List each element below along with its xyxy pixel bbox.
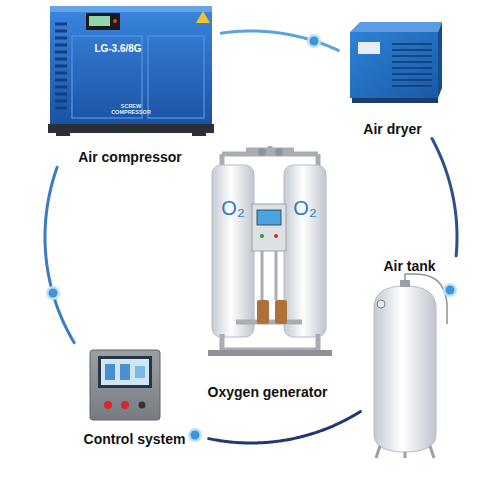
valve	[258, 148, 266, 156]
ring-dot	[191, 431, 200, 440]
tank-fitting	[400, 280, 410, 287]
tank-legs	[376, 446, 434, 458]
air-tank-illustration	[374, 274, 447, 458]
dryer-cabinet	[350, 32, 438, 98]
panel-button	[274, 234, 278, 238]
equipment-node: Oxygen generator	[195, 145, 340, 400]
air-compressor-illustration	[48, 6, 214, 136]
indicator-light	[113, 19, 117, 23]
dryer-side	[438, 22, 442, 98]
column-marking: O₂	[286, 198, 324, 219]
oxygen-generator-illustration	[208, 146, 332, 356]
valve	[275, 148, 283, 156]
equipment-caption: Air compressor	[78, 149, 181, 165]
ring-dot	[310, 37, 319, 46]
push-button	[104, 401, 112, 409]
ring-dot-halo	[307, 34, 321, 48]
screen-graphic	[105, 364, 115, 380]
process-ring-segment	[209, 412, 361, 443]
equipment-node: Air compressor	[40, 0, 220, 165]
compressor-foot	[56, 133, 70, 136]
compressor-base	[48, 124, 214, 133]
compressor-foot	[192, 133, 206, 136]
process-ring-segment	[221, 31, 338, 50]
ring-dot-halo	[46, 286, 60, 300]
filter	[257, 300, 269, 324]
equipment-node: Air tank	[362, 258, 457, 460]
panel-display	[89, 16, 110, 26]
process-ring-segment	[432, 139, 457, 256]
ring-dot-halo	[188, 428, 202, 442]
equipment-caption: Oxygen generator	[208, 384, 328, 400]
control-panel	[86, 13, 120, 30]
dryer-base	[352, 98, 438, 103]
push-button	[139, 402, 146, 409]
panel-screen	[257, 210, 281, 225]
push-button	[121, 401, 129, 409]
dryer-top	[350, 22, 442, 32]
air-vents	[55, 24, 67, 108]
dryer-grille	[392, 44, 432, 86]
touch-screen	[101, 359, 149, 385]
filter	[275, 300, 287, 324]
screen-graphic	[120, 364, 130, 380]
control-cabinet	[90, 350, 160, 420]
equipment-caption: Air tank	[383, 258, 435, 274]
generator-base	[208, 350, 332, 356]
compressor-cabinet	[50, 6, 212, 126]
dryer-badge	[358, 42, 380, 54]
screen-bezel	[98, 356, 152, 388]
air-dryer-illustration	[350, 22, 442, 103]
panel-stand	[262, 250, 276, 300]
ring-dot	[446, 286, 455, 295]
control-system-illustration	[90, 350, 160, 420]
equipment-caption: Control system	[84, 431, 186, 447]
ring-dot	[49, 289, 58, 298]
pressure-gauge	[377, 300, 385, 308]
adsorption-column	[284, 165, 326, 337]
process-ring-segment	[45, 167, 74, 342]
ring-dot-halo	[443, 283, 457, 297]
ring-dots	[46, 34, 457, 442]
tank-vessel	[374, 286, 436, 452]
equipment-node: Control system	[62, 345, 207, 447]
control-panel	[252, 204, 286, 251]
adsorption-column	[212, 165, 254, 337]
panel-button	[260, 234, 264, 238]
equipment-node: Air dryer	[340, 15, 445, 137]
warning-sign	[196, 11, 210, 23]
equipment-caption: Air dryer	[363, 121, 421, 137]
cabinet-top	[50, 6, 212, 12]
service-door	[148, 36, 204, 118]
screen-graphic	[135, 366, 145, 378]
nameplate-text: LG-3.6/8G	[78, 44, 158, 55]
nameplate-text: SCREW COMPRESSOR	[110, 104, 152, 116]
bottom-manifold	[222, 322, 318, 350]
column-marking: O₂	[214, 198, 252, 219]
